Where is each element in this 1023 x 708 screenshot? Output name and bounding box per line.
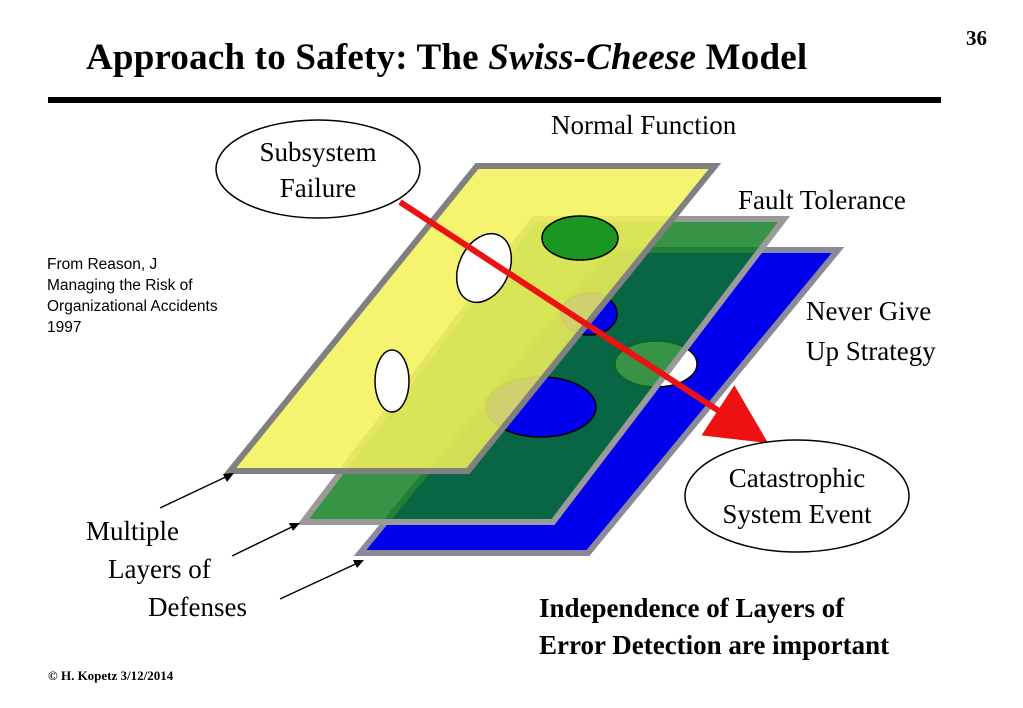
title-underline — [48, 97, 941, 103]
independence-note: Independence of Layers of Error Detectio… — [539, 590, 889, 664]
defenses-line-3: Defenses — [148, 592, 247, 622]
note-line-2: Error Detection are important — [539, 630, 890, 660]
pointer-head-yellow — [223, 473, 234, 482]
multiple-layers-label: Multiple Layers of Defenses — [86, 512, 247, 626]
label-never-give-up-line-2: Up Strategy — [806, 336, 936, 366]
catastrophic-event-label: Catastrophic System Event — [692, 460, 902, 532]
defenses-line-2: Layers of — [108, 554, 211, 584]
pointer-head-green — [289, 523, 300, 531]
reference-line-2: Managing the Risk of — [47, 277, 193, 294]
subsystem-failure-ellipse — [215, 119, 421, 219]
pointer-blue-layer — [279, 560, 363, 600]
title-emphasis: Swiss-Cheese — [488, 37, 697, 78]
slide-title: Approach to Safety: The Swiss-Cheese Mod… — [86, 36, 807, 79]
reference-line-4: 1997 — [47, 319, 82, 336]
reference-citation: From Reason, J Managing the Risk of Orga… — [47, 254, 218, 338]
pointer-green-layer — [231, 523, 299, 557]
pointer-head-blue — [353, 560, 364, 568]
reference-line-3: Organizational Accidents — [47, 298, 218, 315]
catastrophic-event-ellipse — [684, 439, 910, 553]
defenses-line-1: Multiple — [86, 516, 179, 546]
failure-trajectory-arrow — [398, 199, 769, 444]
catastrophic-event-line-2: System Event — [722, 499, 872, 529]
catastrophic-event-line-1: Catastrophic — [728, 463, 866, 493]
green-spot-yellow-corner — [541, 215, 619, 261]
subsystem-failure-line-1: Subsystem — [259, 137, 377, 167]
subsystem-failure-label: Subsystem Failure — [228, 134, 408, 206]
copyright-footer: © H. Kopetz 3/12/2014 — [48, 668, 174, 683]
note-line-1: Independence of Layers of — [539, 593, 845, 623]
label-never-give-up-line-1: Never Give — [806, 296, 932, 326]
label-never-give-up: Never Give Up Strategy — [806, 291, 936, 371]
title-text-end: Model — [696, 37, 808, 78]
subsystem-failure-line-2: Failure — [279, 173, 357, 203]
label-fault-tolerance: Fault Tolerance — [738, 185, 906, 215]
hole-yellow-lower — [374, 349, 410, 413]
title-text: Approach to Safety: The — [86, 37, 489, 78]
page-number: 36 — [966, 26, 987, 50]
label-normal-function: Normal Function — [551, 110, 737, 140]
reference-line-1: From Reason, J — [47, 256, 158, 273]
pointer-yellow-layer — [159, 473, 233, 509]
